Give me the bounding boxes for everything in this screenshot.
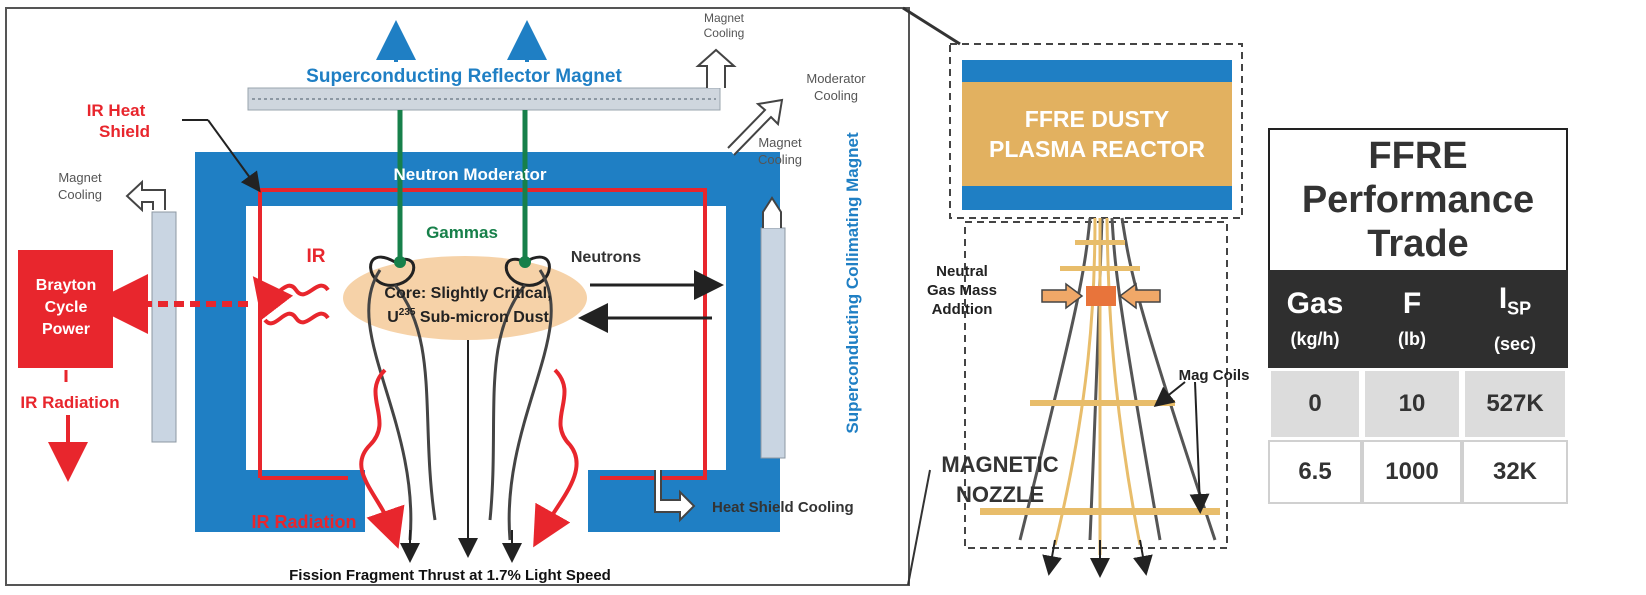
- table-cell: 10: [1362, 368, 1462, 440]
- core-label-line2: U235 Sub-micron Dust: [387, 307, 549, 326]
- mag-coil-2: [1060, 266, 1140, 271]
- table-cell: 6.5: [1268, 440, 1362, 504]
- neutron-moderator-label: Neutron Moderator: [394, 165, 547, 184]
- performance-table-title: FFRE Performance Trade: [1268, 128, 1568, 272]
- ir-heat-shield-label: IR Heat Shield: [87, 101, 150, 141]
- mag-coil-3: [1030, 400, 1175, 406]
- reactor-core-block: [962, 82, 1232, 186]
- thrust-label: Fission Fragment Thrust at 1.7% Light Sp…: [289, 567, 611, 584]
- table-cell: 32K: [1462, 440, 1568, 504]
- ir-radiation-label-left: IR Radiation: [20, 393, 119, 412]
- heat-shield-cooling-arrow: [654, 470, 696, 523]
- magnet-rod-right: [760, 227, 786, 459]
- ir-radiation-label-bottom: IR Radiation: [251, 512, 356, 532]
- ir-wave-3: [359, 368, 405, 549]
- table-row: 6.5 1000 32K: [1268, 440, 1568, 504]
- gas-arrow-right: [1118, 282, 1161, 310]
- table-cell: 527K: [1462, 368, 1568, 440]
- table-title-line1: FFRE: [1368, 135, 1468, 177]
- reflector-magnet-bar: [247, 87, 721, 111]
- magnet-cooling-arrow-right: [762, 196, 782, 228]
- collimating-magnet-label: Superconducting Collimating Magnet: [843, 132, 862, 434]
- core-label-line1: Core: Slightly Critical,: [384, 285, 551, 302]
- neutrons-label: Neutrons: [571, 249, 641, 266]
- brayton-box: [18, 250, 113, 368]
- table-cell: 0: [1268, 368, 1362, 440]
- mag-coils-label: Mag Coils: [1179, 367, 1250, 384]
- core: [343, 256, 587, 340]
- magnet-rod-left: [151, 211, 177, 443]
- magnetic-nozzle-lines: [1018, 217, 1217, 555]
- table-header-row: Gas (kg/h) F (lb) ISP (sec): [1268, 270, 1568, 368]
- gammas-label: Gammas: [426, 223, 498, 242]
- mag-coil-1: [1075, 240, 1125, 245]
- isp-symbol: ISP: [1498, 282, 1532, 319]
- fragment-loop-right: [504, 255, 551, 287]
- moderator-cooling-arrow: [727, 98, 784, 156]
- heat-shield-cooling-label: Heat Shield Cooling: [712, 499, 854, 516]
- table-header-bg: [1268, 270, 1568, 368]
- reflector-magnet-label: Superconducting Reflector Magnet: [306, 66, 622, 87]
- gas-arrow-left: [1041, 282, 1084, 310]
- header-isp: ISP (sec): [1493, 282, 1537, 354]
- table-title-line3: Trade: [1367, 223, 1469, 265]
- ir-heat-shield-text: IR Heat: [87, 101, 146, 120]
- nozzle-callout-box: [964, 221, 1228, 549]
- magnet-cooling-arrow-left: [125, 179, 166, 213]
- table-row: 0 10 527K: [1268, 368, 1568, 440]
- ir-wave-2: [263, 311, 330, 326]
- header-gas: Gas (kg/h): [1286, 287, 1344, 350]
- mag-coil-4: [980, 508, 1220, 515]
- magnet-cooling-arrow-top: [695, 48, 737, 88]
- table-cell: 1000: [1362, 440, 1462, 504]
- table-title-line2: Performance: [1301, 179, 1535, 221]
- performance-table: FFRE Performance Trade Gas (kg/h) F (lb)…: [1268, 128, 1570, 528]
- ir-wave-1: [252, 276, 330, 321]
- ir-wave-4: [533, 368, 579, 548]
- header-f: F (lb): [1398, 287, 1426, 350]
- ir-label: IR: [307, 246, 326, 267]
- fragment-loop-left: [369, 255, 416, 287]
- gas-injector: [1086, 286, 1116, 306]
